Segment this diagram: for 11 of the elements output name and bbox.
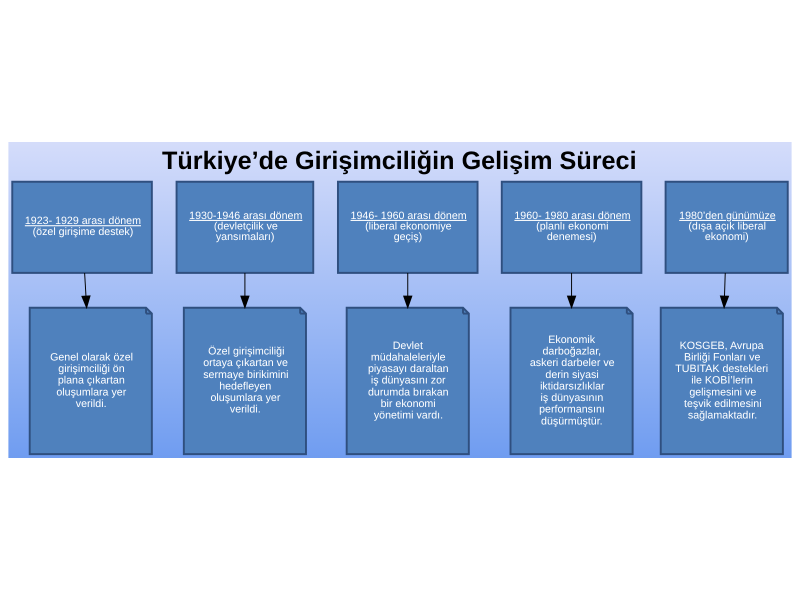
node-box: 1946- 1960 arası dönem (liberal ekonomiye geçiş): [337, 180, 479, 274]
node-box: 1923- 1929 arası dönem (özel girişime destek): [11, 180, 153, 274]
diagram-title: Türkiye’de Girişimciliğin Gelişim Süreci: [162, 146, 637, 175]
arrow: [566, 272, 576, 310]
node-box: 1930-1946 arası dönem (devletçilik ve yansımaları): [176, 180, 314, 274]
node-box: 1960- 1980 arası dönem (planlı ekonomi denemesi): [500, 180, 642, 274]
arrow: [720, 272, 730, 310]
arrow: [240, 272, 250, 310]
arrow: [81, 272, 91, 310]
node-box: 1980’den günümüze (dışa açık liberal ekonomi): [664, 180, 789, 274]
arrow: [403, 272, 412, 310]
